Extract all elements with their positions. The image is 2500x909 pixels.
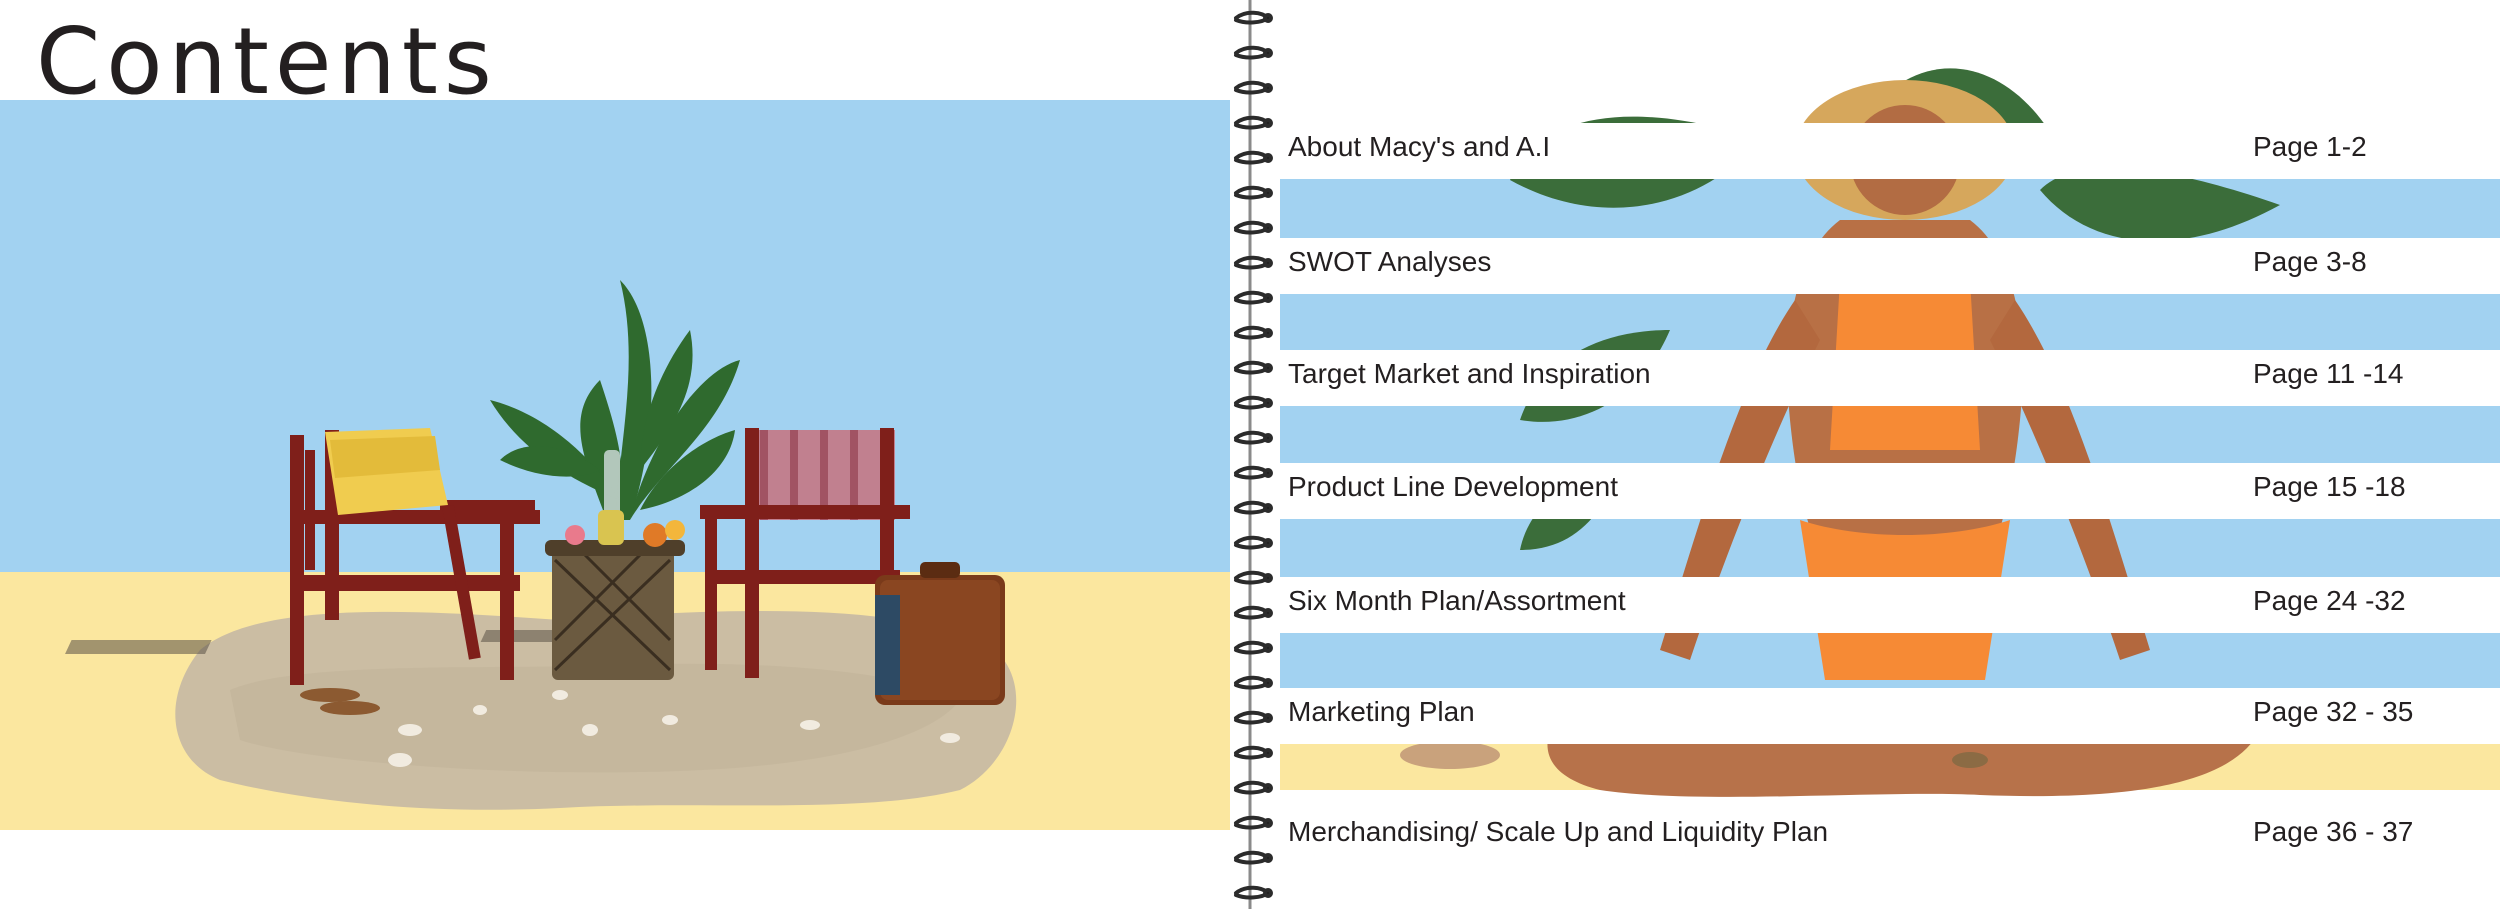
binding-hole (1263, 748, 1273, 758)
binding-hole (1263, 608, 1273, 618)
binding-hole (1263, 433, 1273, 443)
binding-hole (1263, 888, 1273, 898)
toc-row[interactable]: Target Market and Inspiration Page 11 -14 (1280, 350, 2500, 406)
toc-entry-title: About Macy's and A.I (1288, 131, 1551, 162)
suitcase (875, 562, 1005, 705)
toc-entry-pages: Page 11 -14 (2253, 358, 2404, 389)
binding-hole (1263, 153, 1273, 163)
binding-hole (1263, 573, 1273, 583)
toc-entry-title: Marketing Plan (1288, 696, 1475, 727)
binding-hole (1263, 678, 1273, 688)
toc-entry-title: Six Month Plan/Assortment (1288, 585, 1626, 616)
right-chair (700, 428, 910, 678)
toc-row[interactable]: Six Month Plan/Assortment Page 24 -32 (1280, 577, 2500, 633)
toc-entry-pages: Page 3-8 (2253, 246, 2367, 277)
binding-hole (1263, 468, 1273, 478)
toc-entry-title: Target Market and Inspiration (1288, 358, 1651, 389)
toc-entry-pages: Page 15 -18 (2253, 471, 2406, 502)
binding-hole (1263, 398, 1273, 408)
binding-hole (1263, 118, 1273, 128)
binding-hole (1263, 853, 1273, 863)
spiral-binding (1234, 0, 1273, 909)
binding-hole (1263, 223, 1273, 233)
binding-hole (1263, 188, 1273, 198)
binding-hole (1263, 83, 1273, 93)
binding-hole (1263, 643, 1273, 653)
toc-entry-pages: Page 36 - 37 (2253, 816, 2414, 847)
binding-hole (1263, 48, 1273, 58)
binding-hole (1263, 328, 1273, 338)
binding-hole (1263, 363, 1273, 373)
binding-hole (1263, 293, 1273, 303)
toc-entry-title: Merchandising/ Scale Up and Liquidity Pl… (1288, 816, 1829, 847)
toc-entry-pages: Page 24 -32 (2253, 585, 2406, 616)
toc-row[interactable]: SWOT Analyses Page 3-8 (1280, 238, 2500, 294)
left-page: Contents (0, 0, 1230, 909)
binding-hole (1263, 538, 1273, 548)
binding-hole (1263, 713, 1273, 723)
toc-entry-title: SWOT Analyses (1288, 246, 1492, 277)
binding-hole (1263, 258, 1273, 268)
toc-row[interactable]: About Macy's and A.I Page 1-2 (1280, 123, 2500, 179)
page-title: Contents (36, 8, 498, 115)
beach-scene-illustration (65, 280, 1017, 810)
toc-entry-pages: Page 1-2 (2253, 131, 2367, 162)
binding-hole (1263, 503, 1273, 513)
binding-hole (1263, 13, 1273, 23)
binding-hole (1263, 818, 1273, 828)
binding-hole (1263, 783, 1273, 793)
toc-row[interactable]: Marketing Plan Page 32 - 35 (1280, 688, 2500, 744)
toc-entry-title: Product Line Development (1288, 471, 1618, 502)
toc-row[interactable]: Merchandising/ Scale Up and Liquidity Pl… (1280, 808, 2500, 864)
toc-entry-pages: Page 32 - 35 (2253, 696, 2414, 727)
potted-plant (490, 280, 740, 530)
toc-row[interactable]: Product Line Development Page 15 -18 (1280, 463, 2500, 519)
